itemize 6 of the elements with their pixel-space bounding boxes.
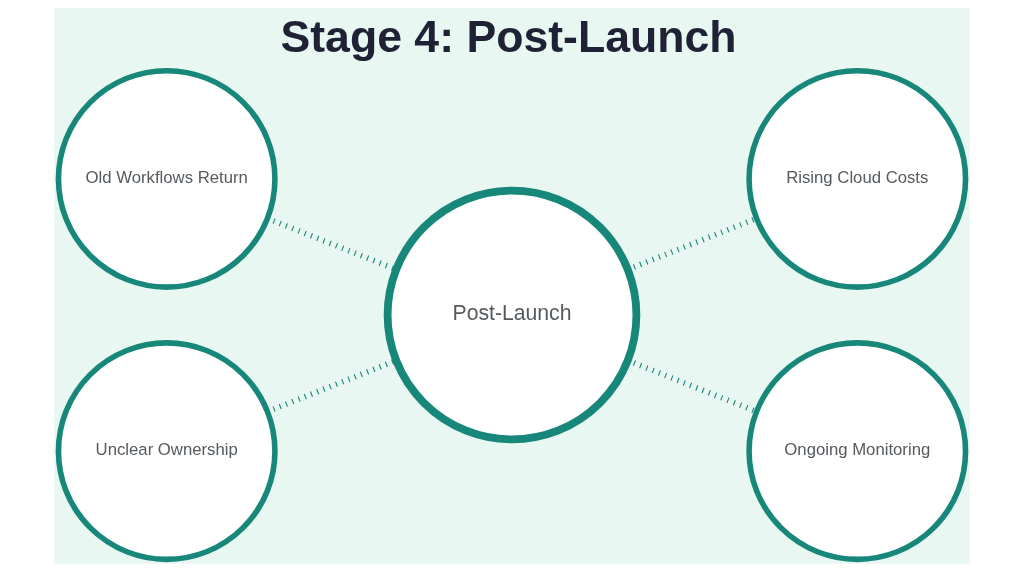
node-circle: Ongoing Monitoring (746, 340, 969, 563)
node-circle: Old Workflows Return (55, 67, 278, 290)
node-circle: Post-Launch (383, 186, 641, 444)
diagram-title: Stage 4: Post-Launch (280, 11, 737, 61)
node-circle: Unclear Ownership (55, 340, 278, 563)
node-circle: Rising Cloud Costs (746, 67, 969, 290)
